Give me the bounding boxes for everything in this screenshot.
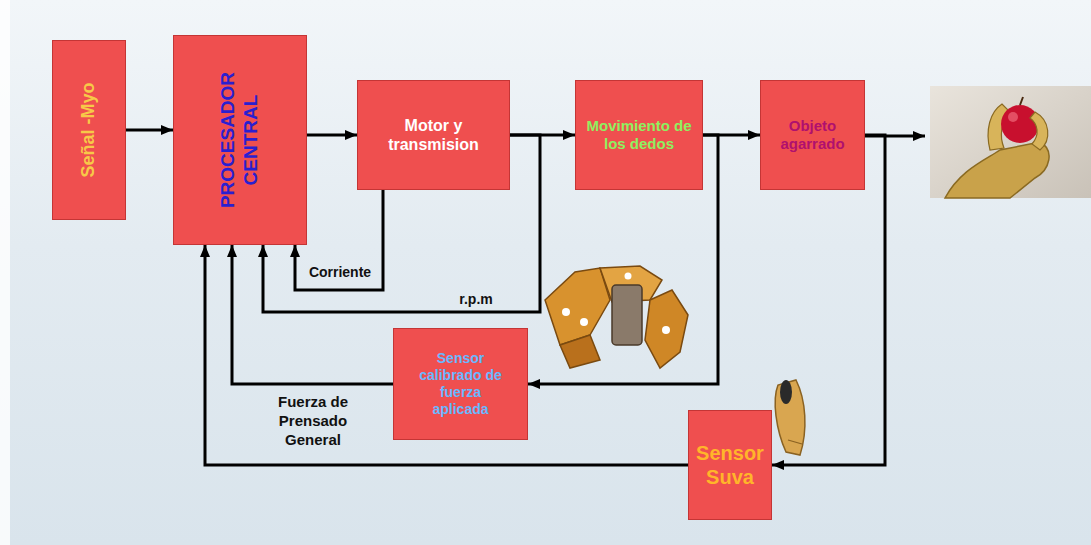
processor-box: PROCESADOR CENTRAL [173, 35, 307, 245]
node-label: Objeto agarrado [780, 117, 844, 153]
connector-arrow [205, 245, 688, 465]
sensor-box: Sensor calibrado de fuerza aplicada [393, 328, 528, 440]
process-box: Objeto agarrado [760, 80, 865, 190]
node-label: Sensor Suva [696, 441, 764, 489]
node-label: Motor y transmision [388, 116, 479, 154]
edge-label: Fuerza de Prensado General [258, 393, 368, 449]
node-label: Sensor calibrado de fuerza aplicada [415, 350, 507, 417]
gripper-illustration [545, 266, 688, 368]
edge-label: r.p.m [446, 291, 506, 309]
process-box: Movimiento de los dedos [575, 80, 703, 190]
sensor-box: Sensor Suva [688, 410, 772, 520]
connector-arrow [295, 190, 383, 290]
edge-strip [0, 0, 10, 545]
node-label: Señal -Myo [78, 82, 100, 177]
node-label: Movimiento de los dedos [583, 117, 695, 153]
hand-photo [930, 86, 1091, 198]
signal-box: Señal -Myo [52, 40, 126, 220]
connector-arrow [126, 129, 173, 132]
connector-arrow [307, 134, 357, 137]
process-box: Motor y transmision [357, 80, 510, 190]
node-label: PROCESADOR CENTRAL [217, 72, 263, 208]
edge-label: Corriente [300, 264, 380, 282]
connector-arrow [232, 245, 393, 384]
finger-illustration [775, 380, 805, 455]
